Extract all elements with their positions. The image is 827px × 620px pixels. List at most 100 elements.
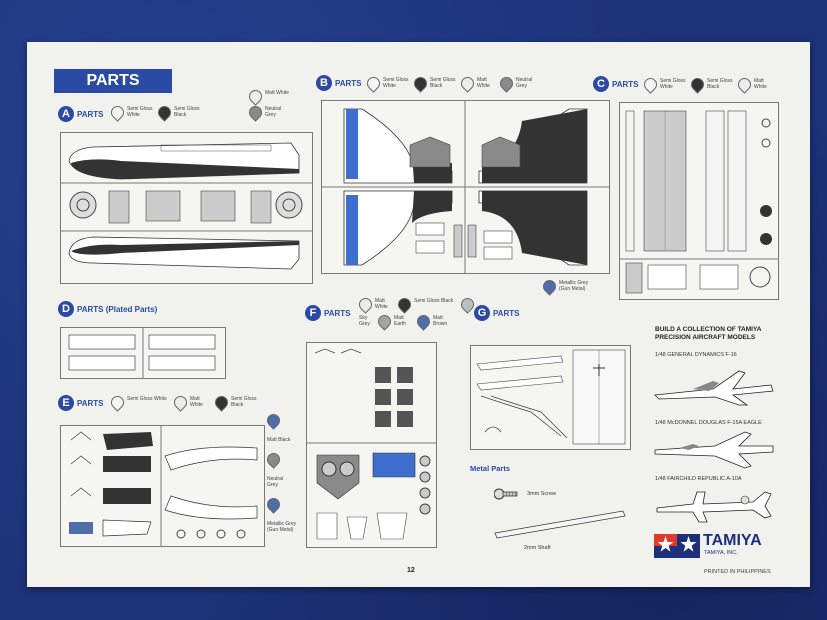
section-letter: E [58,395,74,411]
paint-label: Sky Grey [359,315,370,327]
paint-swatch [264,411,283,430]
paint-swatch [395,295,414,314]
section-letter: D [58,301,74,317]
sprue-c [619,102,779,300]
section-letter: C [593,76,609,92]
paint-swatch [375,312,394,331]
paint-swatch [108,103,127,122]
paint-label: Semi Gloss Black [707,78,733,90]
paint-swatch [688,75,707,94]
brand-name: TAMIYA [703,532,762,549]
paint-label: Semi Gloss Black [430,77,456,89]
f15-illustration-icon [654,431,774,469]
paint-swatch [497,74,516,93]
f16-illustration-icon [654,370,774,406]
model-a10: 1/48 FAIRCHILD REPUBLIC A-10A [655,476,742,482]
paint-swatch [411,74,430,93]
section-label: PARTS [77,398,104,408]
paint-swatch [735,75,754,94]
sprue-f [306,342,437,548]
paint-swatch [108,393,127,412]
paint-label: Neutral Grey [267,476,284,488]
legend-a2: Matt White [246,87,293,106]
sprue-a [60,132,313,284]
paint-label: Semi Gloss Black [414,298,454,304]
paint-label: Metallic Grey (Gun Metal) [267,521,297,533]
paint-swatch [264,495,283,514]
legend-a1: Semi Gloss White Semi Gloss Black [108,103,202,122]
paint-swatch [641,75,660,94]
legend-e-side: Matt Black Neutral Grey Metallic Grey (G… [264,411,303,533]
paint-label: Matt White [265,90,289,96]
legend-c: Semi Gloss White Semi Gloss Black Matt W… [641,75,772,94]
paint-label: Semi Gloss White [660,78,686,90]
section-label: PARTS [324,308,351,318]
sprue-d [60,327,226,379]
legend-b-metal: Metallic Grey (Gun Metal) [540,277,593,296]
brand-sub: TAMIYA, INC. [704,550,738,556]
section-label: PARTS [77,109,104,119]
sprue-g [470,345,631,450]
paint-swatch [414,312,433,331]
section-label: PARTS [493,308,520,318]
paint-swatch [212,393,231,412]
model-f16: 1/48 GENERAL DYNAMICS F-16 [655,352,737,358]
model-f15: 1/48 McDONNEL DOUGLAS F-15A EAGLE [655,420,762,426]
section-letter: G [474,305,490,321]
sprue-e [60,425,265,547]
paint-label: Semi Gloss White [383,77,409,89]
paint-label: Matt White [754,78,767,90]
shaft-caption: 2mm Shaft [524,545,551,551]
paint-label: Matt Brown [433,315,448,327]
paint-label: Neutral Grey [265,106,282,118]
paint-swatch [364,74,383,93]
tamiya-star-logo-icon [654,534,700,558]
paint-label: Metallic Grey (Gun Metal) [559,280,589,292]
shaft-icon [494,510,626,539]
paint-label: Matt White [190,396,203,408]
metal-parts-title: Metal Parts [470,464,511,473]
parts-banner: PARTS [54,69,172,93]
paint-swatch [246,87,265,106]
section-letter: A [58,106,74,122]
paint-label: Neutral Grey [516,77,533,89]
screw-caption: 3mm Screw [527,491,557,497]
paint-label: Semi Gloss Black [231,396,257,408]
paint-label: Matt White [477,77,490,89]
paint-swatch [246,103,265,122]
sprue-b [321,100,610,274]
section-label: PARTS [335,78,362,88]
paint-swatch [540,277,559,296]
legend-f: Matt White Semi Gloss Black Sky Grey Mat… [356,295,479,331]
paint-swatch [171,393,190,412]
section-letter: F [305,305,321,321]
section-label: PARTS (Plated Parts) [77,304,158,314]
paint-swatch [155,103,174,122]
section-letter: B [316,75,332,91]
paint-label: Matt White [375,298,388,310]
paint-label: Matt Earth [394,315,406,327]
legend-e: Semi Gloss White Matt White Semi Gloss B… [108,393,261,412]
page-number: 12 [407,567,415,574]
collection-title: BUILD A COLLECTION OF TAMIYA PRECISION A… [655,326,762,341]
paint-swatch [356,295,375,314]
screw-icon [494,488,518,500]
legend-b: Semi Gloss White Semi Gloss Black Matt W… [364,74,538,93]
section-label: PARTS [612,79,639,89]
a10-illustration-icon [656,491,772,523]
paint-label: Semi Gloss Black [174,106,200,118]
paint-label: Semi Gloss White [127,106,153,118]
paint-swatch [458,74,477,93]
paint-label: Matt Black [267,437,291,443]
legend-a3: Neutral Grey [246,103,293,122]
paint-swatch [264,450,283,469]
printed-in: PRINTED IN PHILIPPINES [704,569,771,575]
